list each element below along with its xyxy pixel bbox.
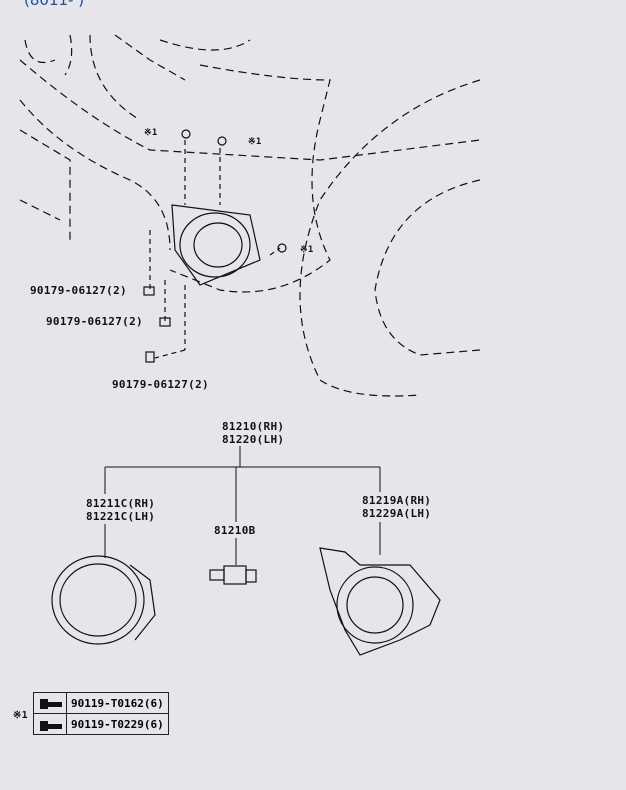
header-partial: (8011- ) <box>24 0 85 9</box>
fastener-part[interactable]: 90119-T0229(6) <box>66 713 169 735</box>
bracket-label[interactable]: 81219A(RH)81229A(LH) <box>362 494 432 520</box>
callout-clip-3[interactable]: 90179-06127(2) <box>112 378 209 391</box>
fog-lamp-lens <box>51 555 156 645</box>
fastener-part[interactable]: 90119-T0162(6) <box>66 692 169 714</box>
note-mark: ※1 <box>300 245 314 255</box>
assembly-label[interactable]: 81210(RH)81220(LH) <box>222 420 285 446</box>
assembly-tree <box>104 446 381 565</box>
note-mark: ※1 <box>248 137 262 147</box>
callout-clip-2[interactable]: 90179-06127(2) <box>46 315 143 328</box>
table-row: 90119-T0229(6) <box>33 713 169 735</box>
table-row: 90119-T0162(6) <box>33 692 169 714</box>
note-mark: ※1 <box>144 128 158 138</box>
clips <box>143 129 287 363</box>
clip-icon <box>33 713 67 735</box>
callout-clip-1[interactable]: 90179-06127(2) <box>30 284 127 297</box>
note-mark: ※1 <box>13 710 28 721</box>
lens-label[interactable]: 81211C(RH)81221C(LH) <box>86 497 156 523</box>
bulb-label[interactable]: 81210B <box>214 524 256 537</box>
clip-icon <box>33 692 67 714</box>
fog-lamp-installed <box>171 204 261 286</box>
vehicle-body-outline <box>19 34 481 397</box>
fastener-table: 90119-T0162(6) 90119-T0229(6) <box>33 692 169 735</box>
bulb <box>209 565 257 585</box>
lamp-bracket <box>319 547 441 656</box>
